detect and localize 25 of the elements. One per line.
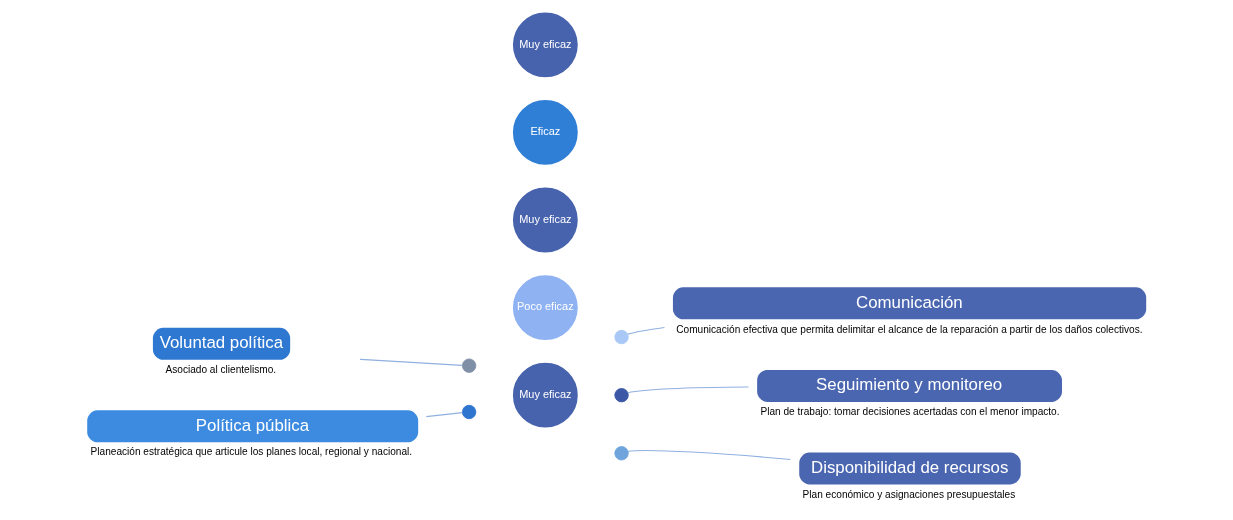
node-box: Política pública	[87, 410, 419, 443]
connector	[425, 412, 463, 418]
node-circle: Poco eficaz	[511, 273, 580, 342]
connector	[359, 358, 463, 366]
node-label: Plan económico y asignaciones presupuestales	[802, 488, 1016, 500]
node-box: Voluntad política	[152, 327, 291, 360]
node-circle: Muy eficaz	[511, 185, 580, 255]
node-label: Planeación estratégica que articule los planes local, regional y nacional.	[90, 446, 413, 458]
node-circle: Muy eficaz	[511, 10, 580, 79]
node-circle	[461, 404, 477, 420]
node-box: Comunicación	[672, 287, 1147, 320]
node-circle: Eficaz	[511, 98, 580, 167]
connector	[627, 326, 665, 335]
node-box: Disponibilidad de recursos	[799, 452, 1021, 485]
node-circle	[614, 446, 629, 461]
node-label: Asociado al clientelismo.	[165, 363, 277, 375]
node-circle	[461, 358, 477, 373]
node-label: Plan de trabajo: tomar decisiones acertadas con el menor impacto.	[760, 406, 1060, 418]
node-circle	[614, 388, 629, 403]
node-box: Seguimiento y monitoreo	[757, 369, 1062, 402]
node-circle: Muy eficaz	[511, 361, 580, 430]
connector	[627, 450, 791, 461]
node-circle	[614, 329, 629, 345]
node-label: Comunicación efectiva que permita delimitar el alcance de la reparación a partir de los daños colectivos.	[676, 323, 1143, 335]
connector	[627, 386, 750, 394]
